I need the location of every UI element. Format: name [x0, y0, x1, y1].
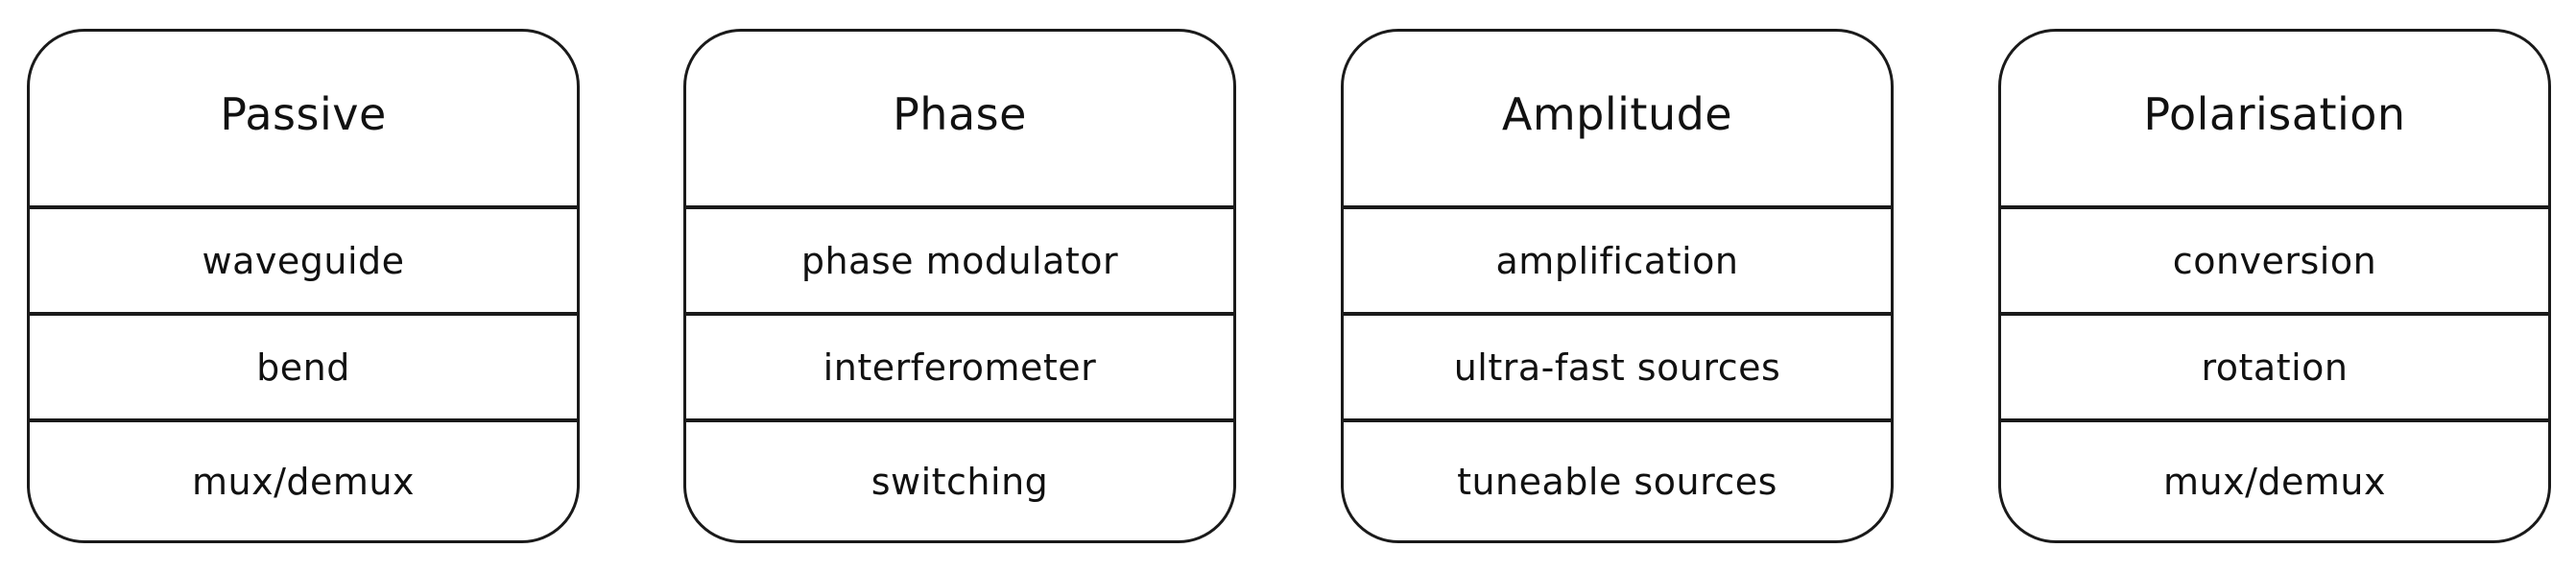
- card-title: Phase: [893, 87, 1027, 140]
- card-item: bend: [30, 312, 577, 418]
- card-title: Amplitude: [1501, 87, 1733, 140]
- card-item: ultra-fast sources: [1344, 312, 1891, 418]
- card-item: phase modulator: [686, 205, 1233, 312]
- card-item: tuneable sources: [1344, 418, 1891, 540]
- card-item: switching: [686, 418, 1233, 540]
- card-title: Polarisation: [2143, 87, 2406, 140]
- card-item: mux/demux: [30, 418, 577, 540]
- category-card-amplitude: Amplitude amplification ultra-fast sourc…: [1341, 29, 1894, 543]
- category-card-passive: Passive waveguide bend mux/demux: [27, 29, 580, 543]
- card-item: conversion: [2001, 205, 2548, 312]
- category-card-phase: Phase phase modulator interferometer swi…: [683, 29, 1236, 543]
- card-item: interferometer: [686, 312, 1233, 418]
- card-title: Passive: [220, 87, 387, 140]
- card-item: waveguide: [30, 205, 577, 312]
- card-item: amplification: [1344, 205, 1891, 312]
- card-item: rotation: [2001, 312, 2548, 418]
- card-item: mux/demux: [2001, 418, 2548, 540]
- category-card-polarisation: Polarisation conversion rotation mux/dem…: [1998, 29, 2551, 543]
